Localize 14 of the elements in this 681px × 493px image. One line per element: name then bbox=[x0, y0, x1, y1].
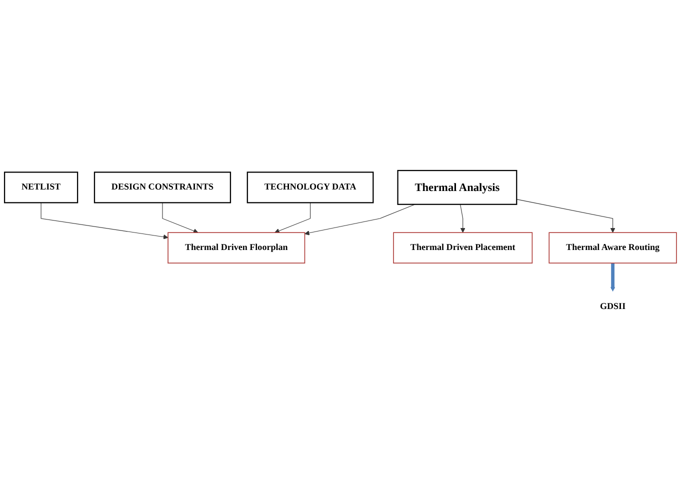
arrow bbox=[610, 263, 616, 292]
node-box: Thermal Aware Routing bbox=[548, 232, 677, 264]
arrow bbox=[460, 204, 466, 234]
node-box: Thermal Driven Floorplan bbox=[168, 232, 306, 264]
node-box: Thermal Driven Placement bbox=[393, 232, 533, 264]
node-box: DESIGN CONSTRAINTS bbox=[94, 172, 232, 204]
node-box: TECHNOLOGY DATA bbox=[246, 172, 374, 204]
arrow bbox=[40, 202, 168, 240]
arrow bbox=[162, 202, 198, 234]
node-text: GDSII bbox=[600, 302, 626, 312]
node-box: NETLIST bbox=[4, 172, 78, 204]
arrow bbox=[516, 199, 616, 234]
arrow bbox=[274, 202, 311, 234]
node-box: Thermal Analysis bbox=[397, 170, 518, 206]
